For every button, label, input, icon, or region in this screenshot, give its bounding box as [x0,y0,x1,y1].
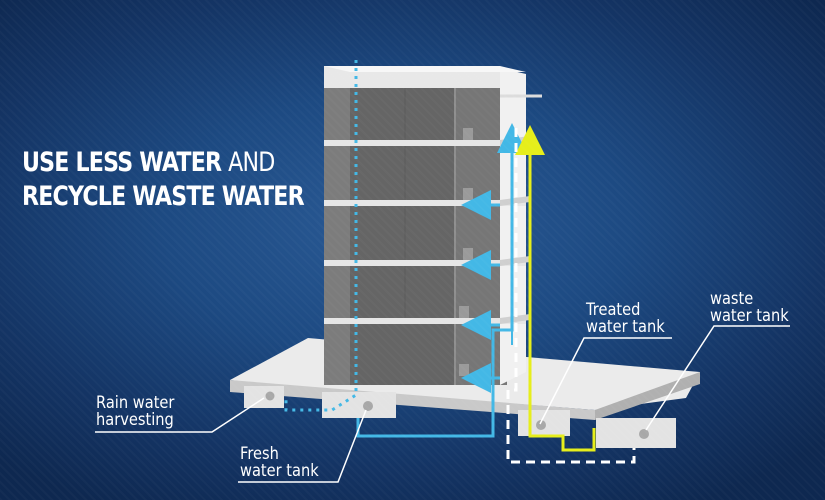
treated-water-label: Treated water tank [586,302,665,336]
fresh-water-label-line2: water tank [240,461,319,481]
rain-water-tank [244,386,284,408]
fresh-water-label-line1: Fresh [240,444,279,464]
fresh-leader-line [238,409,367,483]
rain-water-label-line2: harvesting [96,410,174,430]
building [324,66,542,385]
waste-water-flow [506,128,636,464]
fresh-water-label: Fresh water tank [240,446,319,480]
waste-water-label: waste water tank [710,291,789,325]
rain-water-label: Rain water harvesting [96,395,174,429]
treated-leader-line [539,337,672,425]
fresh-water-flow [356,123,527,438]
waste-water-tank [596,418,676,448]
treated-water-flow [515,125,596,452]
headline-line2: RECYCLE WASTE WATER [22,181,305,212]
treated-water-tank [518,410,570,436]
rain-water-label-line1: Rain water [96,393,175,413]
headline-line1-bold: USE LESS WATER [22,147,222,178]
waste-water-label-line2: water tank [710,306,789,326]
headline: USE LESS WATER AND RECYCLE WASTE WATER [22,146,305,214]
headline-line1-light: AND [228,147,275,178]
treated-water-label-line1: Treated [586,300,641,320]
waste-leader-line [645,325,790,431]
waste-water-label-line1: waste [710,289,754,309]
rain-leader-line [95,397,265,433]
treated-water-label-line2: water tank [586,317,665,337]
fresh-water-tank [322,392,396,418]
